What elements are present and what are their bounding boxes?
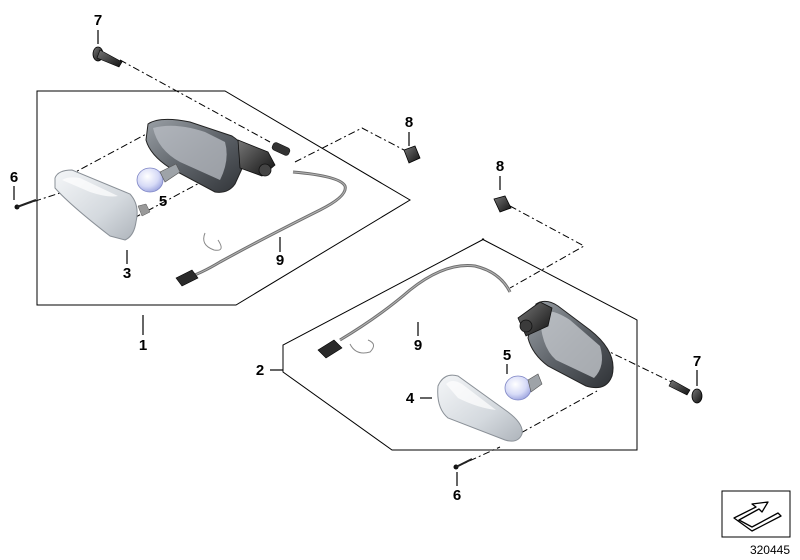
bulb-5-right [504,373,543,401]
axis-line-nut-left [294,127,405,163]
callout-8-right: 8 [496,158,504,175]
callout-4: 4 [406,390,415,407]
callout-5-left: 5 [159,193,167,210]
turn-signal-housing-right [517,300,614,389]
screw-6-right [453,458,473,470]
orientation-arrow-icon [721,490,791,538]
assembly-frame-right [282,238,638,451]
axis-line-lens-right-2 [455,446,501,468]
callout-2: 2 [256,362,264,379]
callout-7-top: 7 [94,12,102,29]
callout-9-right: 9 [414,337,422,354]
axis-line-lens-left-2 [19,192,61,207]
assembly-frame-left [36,90,411,306]
lens-4 [437,374,523,442]
callout-5-right: 5 [503,347,511,364]
callout-7-right: 7 [693,353,701,370]
turn-signal-housing-left [145,118,291,193]
axis-line-screw-left [119,59,271,143]
axis-line-nut-right [509,205,586,289]
callout-6-right: 6 [453,487,461,504]
screw-7-top [92,46,123,68]
bulb-5-left [136,163,181,193]
wiring-harness-9-right [317,264,512,359]
callout-6-left: 6 [10,169,18,186]
callout-1: 1 [139,337,147,354]
diagram-code: 320445 [750,543,790,557]
screw-6-left [14,199,37,210]
callout-8-left: 8 [405,114,413,131]
axis-line-lens-right [507,390,598,441]
wiring-harness-9-left [175,170,347,287]
lens-3 [54,169,151,241]
nut-8-right [493,195,512,213]
callout-9-left: 9 [276,252,284,269]
nut-8-left [403,145,421,164]
screw-7-right [668,379,703,404]
callout-3: 3 [123,265,131,282]
